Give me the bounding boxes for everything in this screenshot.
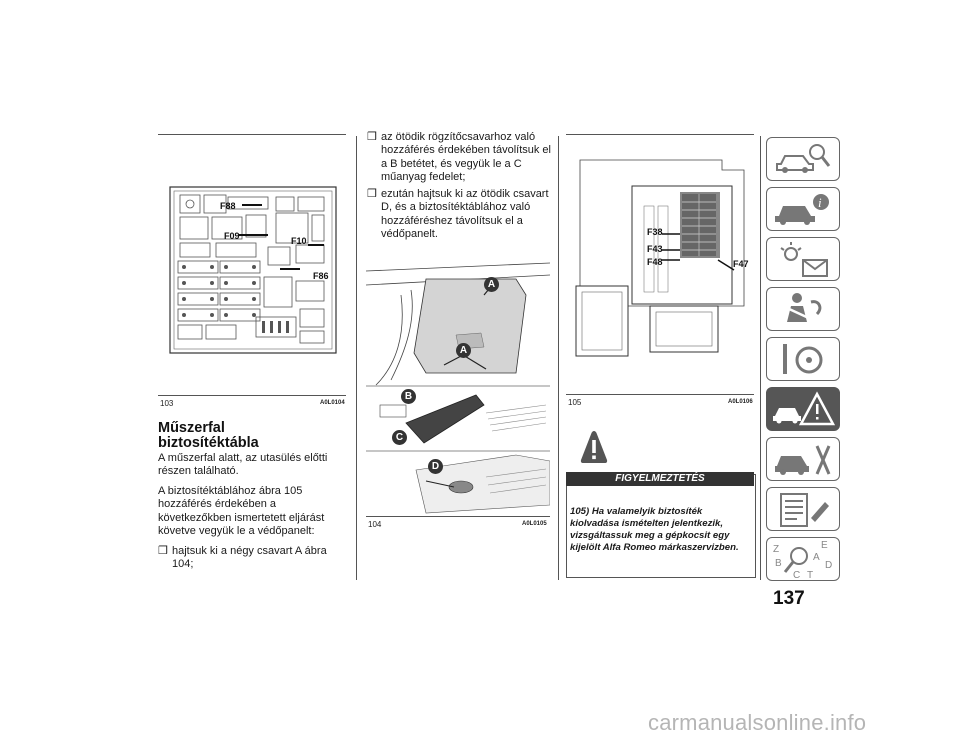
callout-f86: F86 — [313, 271, 329, 281]
dashboard-panel-diagram-104 — [366, 262, 550, 514]
fuse-box-diagram-105 — [575, 159, 745, 357]
section-heading: Műszerfal biztosítéktábla — [158, 420, 259, 451]
alphabet-search-icon: Z E A B D C T — [773, 540, 832, 581]
callout-f09: F09 — [224, 231, 240, 241]
svg-text:T: T — [807, 570, 813, 580]
paragraph-location: A műszerfal alatt, az utasülés előtti ré… — [158, 452, 328, 478]
tab-car-tools[interactable] — [766, 437, 840, 481]
callout-f47: F47 — [733, 259, 749, 269]
tab-car-warning[interactable] — [766, 387, 840, 431]
warning-light-envelope-icon — [780, 242, 828, 277]
fuse-box-diagram-103 — [169, 186, 337, 354]
car-info-icon: i — [775, 194, 829, 225]
figure-code-103: A0L0104 — [320, 400, 345, 406]
callout-f43: F43 — [647, 244, 663, 254]
figure-caption-103: 103 — [160, 399, 174, 408]
watermark: carmanualsonline.info — [648, 710, 867, 735]
callout-a-top: A — [484, 277, 499, 292]
svg-text:E: E — [821, 540, 828, 551]
tab-warning-light[interactable] — [766, 237, 840, 281]
tab-car-info[interactable]: i — [766, 187, 840, 231]
svg-text:C: C — [793, 570, 800, 580]
airbag-person-icon — [786, 293, 822, 322]
warning-title: FIGYELMEZTETÉS — [566, 472, 754, 486]
figure-caption-105: 105 — [568, 398, 582, 407]
steering-wheel-icon — [783, 344, 823, 374]
svg-text:A: A — [813, 552, 820, 563]
figure-caption-104: 104 — [368, 520, 382, 529]
callout-d: D — [428, 459, 443, 474]
figure-code-105: A0L0106 — [728, 399, 753, 405]
callout-f88: F88 — [220, 201, 236, 211]
car-tools-icon — [775, 445, 831, 475]
svg-text:i: i — [818, 195, 822, 210]
warning-text: 105) Ha valamelyik biztosíték kiolvadása… — [570, 506, 739, 553]
page-number: 137 — [773, 588, 805, 609]
list-item: ❒ hajtsuk ki a négy csavart A ábra 104; — [158, 545, 327, 571]
callout-b: B — [401, 389, 416, 404]
callout-f10: F10 — [291, 236, 307, 246]
svg-text:B: B — [775, 558, 782, 569]
callout-f48: F48 — [647, 257, 663, 267]
warning-triangle-icon — [580, 431, 608, 463]
tab-steering[interactable] — [766, 337, 840, 381]
tab-alphabetical-index[interactable]: Z E A B D C T — [766, 537, 840, 581]
tab-document[interactable] — [766, 487, 840, 531]
car-search-icon — [776, 144, 831, 173]
svg-text:D: D — [825, 560, 832, 571]
paragraph-access: A biztosítéktáblához ábra 105 hozzáférés… — [158, 485, 325, 538]
callout-a-bottom: A — [456, 343, 471, 358]
list-item: ❒ az ötödik rögzítőcsavarhoz való hozzáf… — [367, 131, 551, 184]
svg-text:Z: Z — [773, 544, 779, 555]
document-icon — [780, 493, 829, 527]
tab-airbag-person[interactable] — [766, 287, 840, 331]
checkbox-bullet-icon: ❒ — [367, 131, 377, 143]
checkbox-bullet-icon: ❒ — [158, 545, 168, 557]
checkbox-bullet-icon: ❒ — [367, 188, 377, 200]
callout-f38: F38 — [647, 227, 663, 237]
figure-code-104: A0L0105 — [522, 521, 547, 527]
list-item: ❒ ezután hajtsuk ki az ötödik csavart D,… — [367, 188, 549, 241]
car-warning-icon — [773, 391, 836, 426]
callout-c: C — [392, 430, 407, 445]
tab-car-search[interactable] — [766, 137, 840, 181]
